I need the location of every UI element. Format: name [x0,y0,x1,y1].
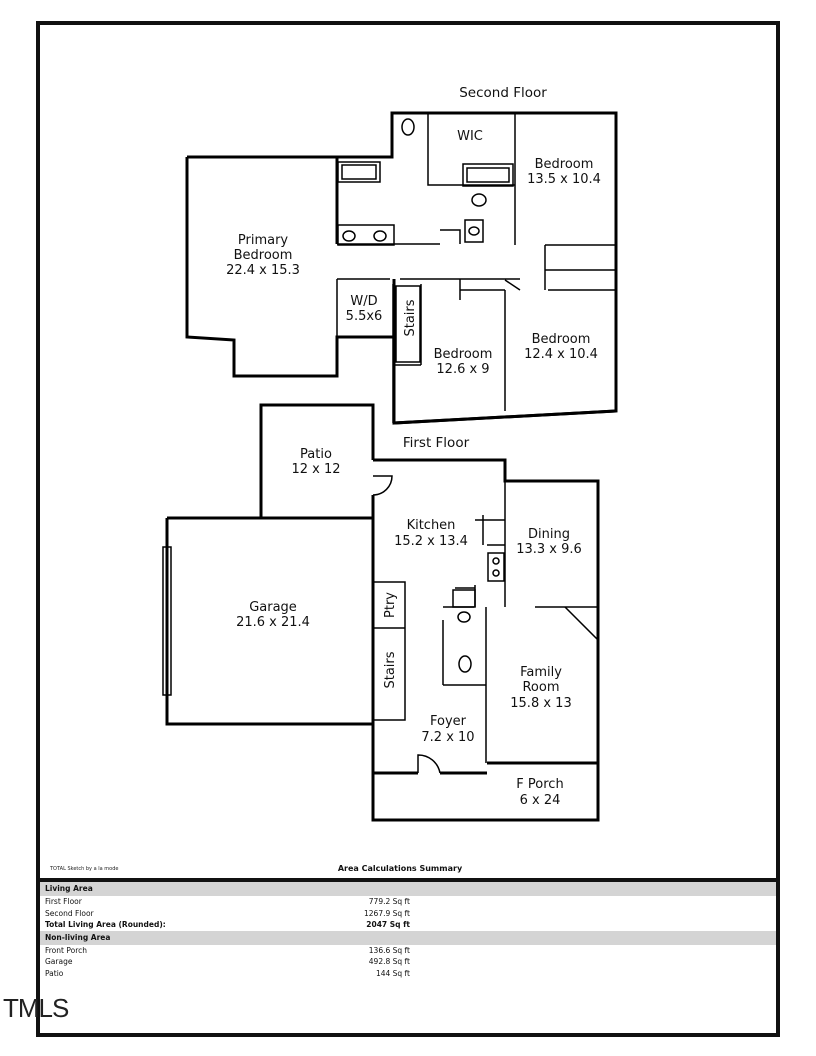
tub-bath2-inner [466,167,510,183]
room-dims-foyer: 7.2 x 10 [421,730,474,745]
room-dims-bedroom-se: 12.4 x 10.4 [524,347,598,362]
kitchen-sink [487,552,505,582]
page-frame [36,21,780,1037]
tub-bath2 [462,163,514,187]
total-value: 2047 Sq ft [366,920,410,929]
patio-door-swing [372,475,393,496]
sink-2 [373,230,387,242]
second-floor-title: Second Floor [459,85,547,101]
garage-door [162,546,172,696]
tub-primary [337,161,381,183]
room-label-stairs-upper: Stairs [403,299,418,336]
room-label-foyer: Foyer [430,714,467,729]
first-floor-title: First Floor [403,435,470,451]
room-label-patio: Patio [300,447,332,462]
front-door-swing [417,754,441,774]
row-label: Front Porch [45,945,87,955]
room-dims-primary: 22.4 x 15.3 [226,263,300,278]
south-wall [393,409,617,425]
table-row: First Floor 779.2 Sq ft [40,896,776,908]
living-area-header: Living Area [40,882,776,896]
garage-walls [165,516,373,726]
room-label-primary-2: Bedroom [234,248,293,263]
sketch-credit: TOTAL Sketch by a la mode [50,866,119,872]
room-label-porch: F Porch [516,777,563,792]
floor-plan: Second Floor First Floor WIC Bedroom 13.… [162,85,618,822]
summary-title: Area Calculations Summary [337,864,463,873]
powder-sink [457,611,471,623]
sink-bath2 [468,226,480,236]
row-value: 136.6 Sq ft [368,945,410,955]
room-label-wic: WIC [457,129,483,144]
row-label: Second Floor [45,908,94,918]
family-corner-door [564,606,599,642]
room-dims-bedroom-ne: 13.5 x 10.4 [527,172,601,187]
area-summary-table: Living Area First Floor 779.2 Sq ft Seco… [40,878,776,979]
second-floor [185,111,618,425]
toilet-bath2 [471,193,487,207]
patio-walls [259,403,375,518]
double-vanity [337,224,395,246]
room-dims-family: 15.8 x 13 [510,696,571,711]
sink-1 [342,230,356,242]
table-row: Garage 492.8 Sq ft [40,956,776,968]
room-label-bedroom-ne: Bedroom [535,157,594,172]
row-value: 144 Sq ft [375,968,410,978]
vanity-bath2 [464,219,484,243]
room-label-bedroom-mid: Bedroom [434,347,493,362]
room-label-kitchen: Kitchen [407,518,456,533]
powder-toilet [458,655,472,673]
room-dims-wd: 5.5x6 [346,309,383,324]
room-dims-bedroom-mid: 12.6 x 9 [436,362,489,377]
room-dims-dining: 13.3 x 9.6 [516,542,582,557]
room-label-stairs-lower: Stairs [383,651,398,688]
watermark-logo: TMLS [3,993,69,1023]
room-label-bedroom-se: Bedroom [532,332,591,347]
room-label-garage: Garage [249,600,297,615]
table-row: Front Porch 136.6 Sq ft [40,945,776,957]
sink-bowl-1 [492,557,500,565]
room-dims-garage: 21.6 x 21.4 [236,615,310,630]
room-label-pantry: Ptry [383,592,398,618]
table-row: Second Floor 1267.9 Sq ft [40,908,776,920]
room-label-dining: Dining [528,527,570,542]
row-label: First Floor [45,897,82,906]
row-value: 492.8 Sq ft [368,957,410,966]
stairs-upper-box [395,285,421,363]
total-label: Total Living Area (Rounded): [45,920,166,929]
first-floor [162,403,600,822]
cooktop [452,589,476,608]
room-dims-kitchen: 15.2 x 13.4 [394,534,468,549]
row-label: Patio [45,968,64,978]
sink-bowl-2 [492,569,500,577]
room-label-family-1: Family [520,665,562,680]
room-dims-patio: 12 x 12 [291,462,340,477]
row-value: 1267.9 Sq ft [364,908,410,918]
table-row: Patio 144 Sq ft [40,968,776,980]
row-value: 779.2 Sq ft [368,897,410,906]
nonliving-area-header: Non-living Area [40,930,776,945]
toilet-primary [401,118,415,136]
total-row: Total Living Area (Rounded): 2047 Sq ft [40,919,776,931]
interior-walls-second [336,113,616,423]
room-dims-porch: 6 x 24 [520,793,561,808]
tub-primary-inner [341,164,377,180]
room-label-family-2: Room [522,680,559,695]
row-label: Garage [45,957,73,966]
room-label-primary-1: Primary [238,233,289,248]
room-label-wd: W/D [350,294,377,309]
